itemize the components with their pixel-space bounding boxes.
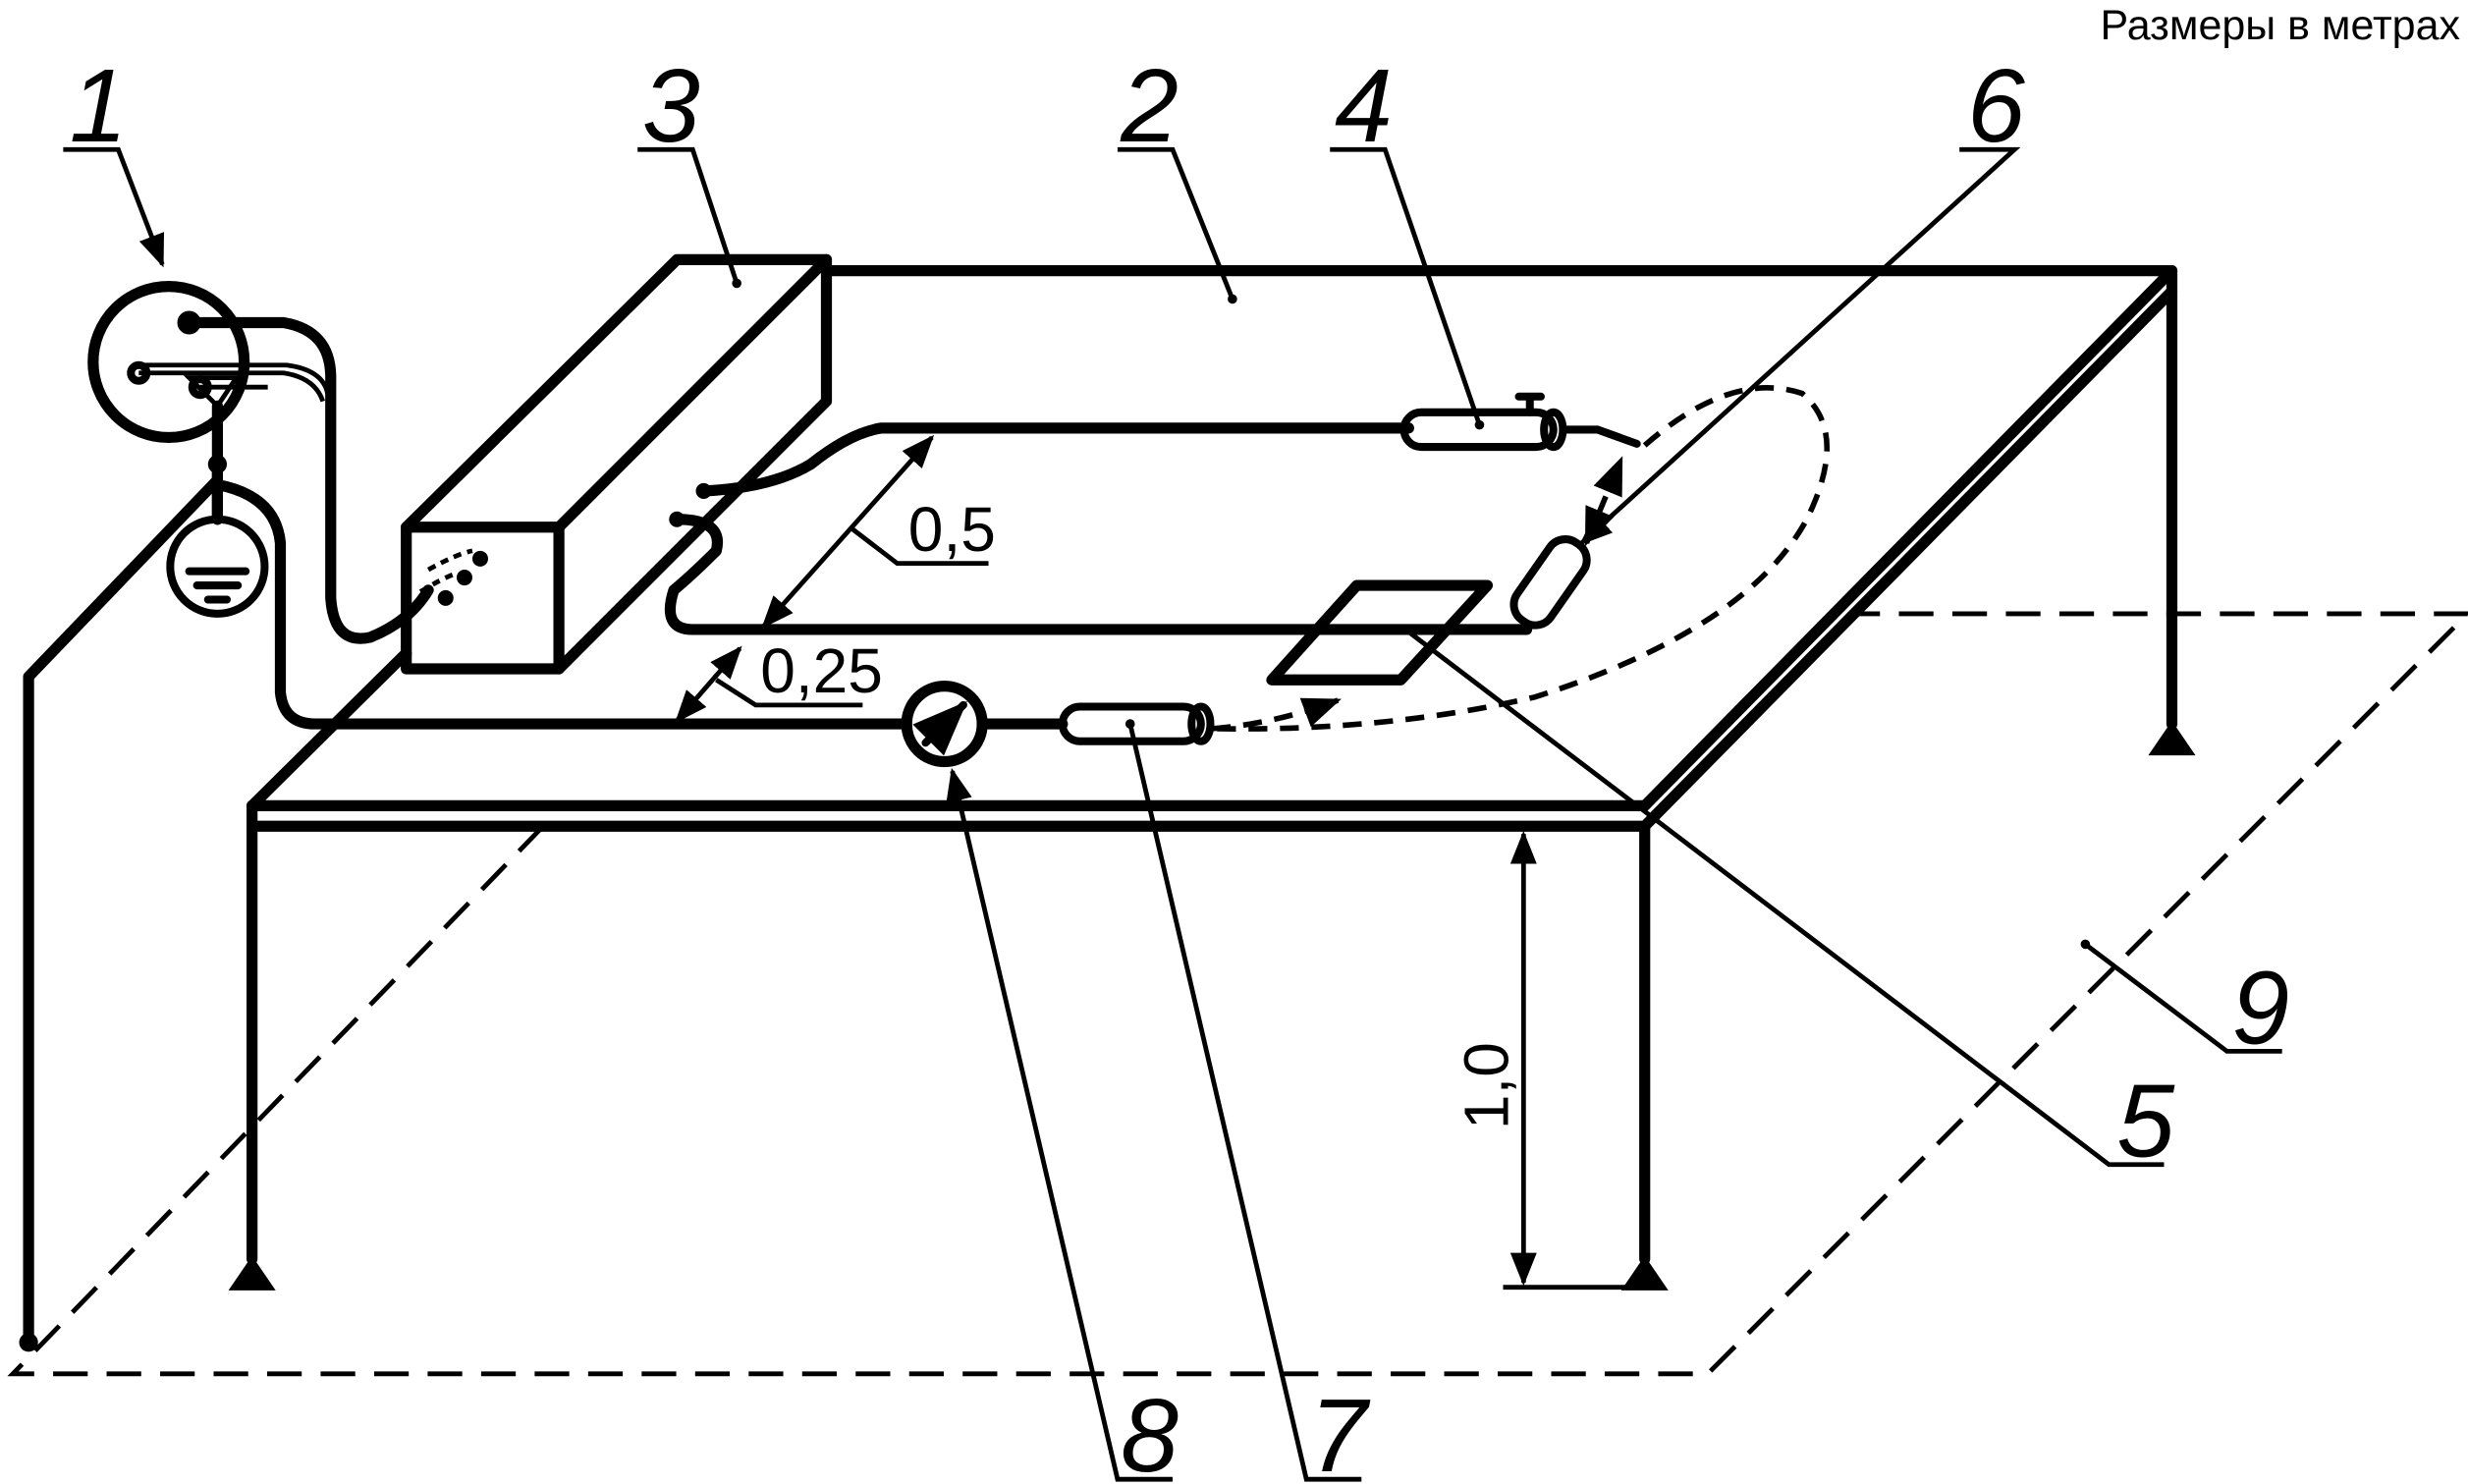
table — [228, 264, 2196, 1291]
callout-9: 9 — [2231, 950, 2289, 1066]
dimension-0-5: 0,5 — [908, 494, 996, 565]
units-caption: Размеры в метрах — [2100, 2, 2460, 49]
dimension-0-25: 0,25 — [760, 635, 883, 706]
device-4 — [1399, 392, 1641, 452]
dimension-1-0: 1,0 — [1451, 1042, 1521, 1129]
meter-and-probe — [901, 681, 1215, 768]
callout-leaders — [63, 146, 2282, 1482]
callout-2: 2 — [1120, 48, 1179, 164]
callout-1: 1 — [70, 48, 128, 164]
callout-3: 3 — [642, 48, 700, 164]
callout-7: 7 — [1309, 1378, 1371, 1484]
discharge-path — [1212, 385, 1831, 732]
dimensions — [675, 434, 1629, 1291]
mains-socket — [23, 281, 911, 1348]
callout-4: 4 — [1335, 48, 1393, 164]
discharge-electrode — [1509, 456, 1624, 630]
callout-6: 6 — [1967, 48, 2025, 164]
callout-5: 5 — [2116, 1064, 2175, 1180]
callout-8: 8 — [1121, 1378, 1179, 1484]
coupling-plate — [1266, 579, 1494, 686]
generator-box — [401, 253, 833, 675]
